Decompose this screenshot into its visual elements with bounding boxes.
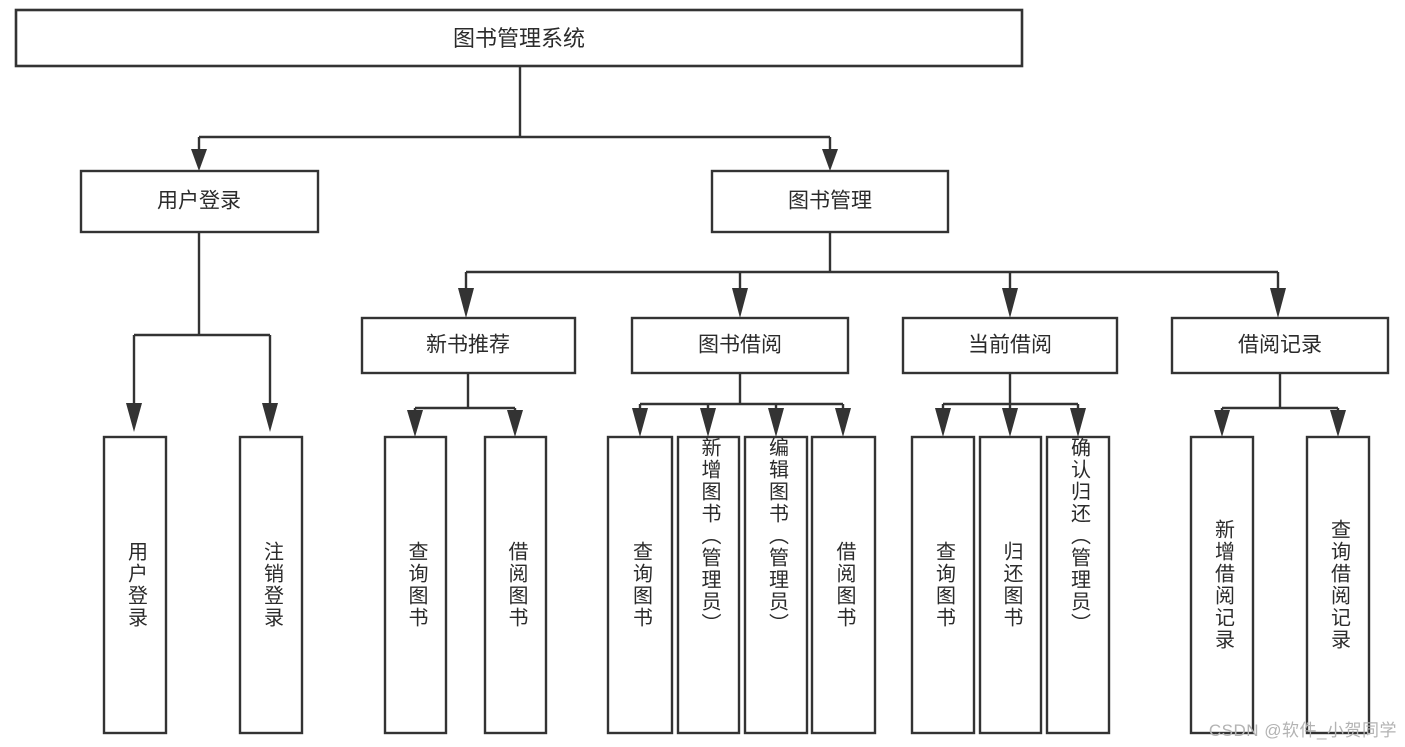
node-new-book-recommend-label: 新书推荐 bbox=[426, 334, 510, 357]
arrowhead-borrowrecord bbox=[1270, 288, 1286, 318]
leaf-box-book-borrow-0[interactable] bbox=[606, 435, 674, 735]
node-borrow-record[interactable]: 借阅记录 bbox=[1170, 316, 1390, 375]
node-current-borrow-label: 当前借阅 bbox=[968, 334, 1052, 357]
node-book-management-label: 图书管理 bbox=[788, 190, 872, 213]
arrowhead-leaf-currentborrow-1 bbox=[935, 408, 951, 437]
leaf-box-new-book-0[interactable] bbox=[383, 435, 448, 735]
leaf-boxes-new-book-recommend bbox=[383, 435, 548, 735]
leaf-boxes-user-login bbox=[102, 435, 304, 735]
arrowhead-bookborrow bbox=[732, 288, 748, 318]
leaf-box-current-borrow-1[interactable] bbox=[978, 435, 1043, 735]
arrowhead-leaf-bookborrow-4 bbox=[835, 408, 851, 437]
arrowhead-leaf-currentborrow-3 bbox=[1070, 408, 1086, 437]
leaf-box-borrow-record-1[interactable] bbox=[1305, 435, 1371, 735]
arrowhead-userlogin bbox=[191, 149, 207, 171]
node-new-book-recommend-box[interactable] bbox=[360, 316, 577, 375]
leaf-box-borrow-record-0[interactable] bbox=[1189, 435, 1255, 735]
node-root-box[interactable] bbox=[14, 8, 1024, 68]
node-book-borrow-box[interactable] bbox=[630, 316, 850, 375]
arrowhead-leaf-newbook-2 bbox=[507, 410, 523, 437]
node-book-borrow-label: 图书借阅 bbox=[698, 334, 782, 357]
arrowhead-leaf-user-login-2 bbox=[262, 403, 278, 432]
arrowhead-newbook bbox=[458, 288, 474, 318]
node-book-management-box[interactable] bbox=[710, 169, 950, 234]
node-user-login-box[interactable] bbox=[79, 169, 320, 234]
arrowhead-leaf-bookborrow-2 bbox=[700, 408, 716, 437]
node-current-borrow-box[interactable] bbox=[901, 316, 1119, 375]
node-borrow-record-label: 借阅记录 bbox=[1238, 334, 1322, 357]
node-borrow-record-box[interactable] bbox=[1170, 316, 1390, 375]
leaf-box-user-login-1[interactable] bbox=[238, 435, 304, 735]
connector-layer bbox=[126, 66, 1346, 437]
node-new-book-recommend[interactable]: 新书推荐 bbox=[360, 316, 577, 375]
arrowhead-leaf-borrowrecord-1 bbox=[1214, 410, 1230, 437]
arrowhead-leaf-borrowrecord-2 bbox=[1330, 410, 1346, 437]
node-book-borrow[interactable]: 图书借阅 bbox=[630, 316, 850, 375]
node-root-label: 图书管理系统 bbox=[453, 26, 585, 51]
arrowhead-leaf-bookborrow-1 bbox=[632, 408, 648, 437]
node-user-login[interactable]: 用户登录 bbox=[79, 169, 320, 234]
leaf-box-user-login-0[interactable] bbox=[102, 435, 168, 735]
arrowhead-currentborrow bbox=[1002, 288, 1018, 318]
arrowhead-bookmgmt bbox=[822, 149, 838, 171]
node-current-borrow[interactable]: 当前借阅 bbox=[901, 316, 1119, 375]
leaf-box-new-book-1[interactable] bbox=[483, 435, 548, 735]
node-book-management[interactable]: 图书管理 bbox=[710, 169, 950, 234]
arrowhead-leaf-currentborrow-2 bbox=[1002, 408, 1018, 437]
leaf-boxes-borrow-record bbox=[1189, 435, 1371, 735]
arrowhead-leaf-user-login-1 bbox=[126, 403, 142, 432]
leaf-boxes-book-borrow bbox=[606, 435, 877, 735]
leaf-box-book-borrow-3[interactable] bbox=[810, 435, 877, 735]
leaf-box-book-borrow-1[interactable] bbox=[676, 435, 741, 735]
leaf-boxes-current-borrow bbox=[910, 435, 1111, 735]
arrowhead-leaf-bookborrow-3 bbox=[768, 408, 784, 437]
watermark-text: CSDN @软件_小贺同学 bbox=[1208, 721, 1397, 740]
leaf-box-current-borrow-0[interactable] bbox=[910, 435, 976, 735]
leaf-box-book-borrow-2[interactable] bbox=[743, 435, 809, 735]
leaf-box-current-borrow-2[interactable] bbox=[1045, 435, 1111, 735]
node-user-login-label: 用户登录 bbox=[157, 190, 241, 213]
arrowhead-leaf-newbook-1 bbox=[407, 410, 423, 437]
node-root[interactable]: 图书管理系统 bbox=[14, 8, 1024, 68]
